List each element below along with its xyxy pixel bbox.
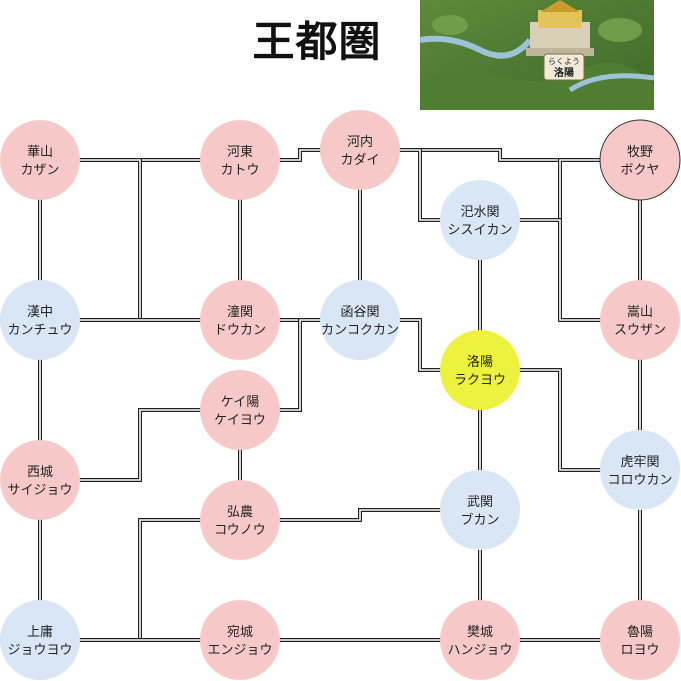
city-royou-circle [600, 600, 680, 680]
city-kouroukan-name: 虎牢関 [620, 455, 659, 470]
city-doukan-circle [200, 280, 280, 360]
city-kanchuu-circle [0, 280, 80, 360]
city-kadai-circle [320, 110, 400, 190]
route-kounou-bukan-inner [240, 509, 480, 521]
page-title: 王都圏 [252, 17, 382, 66]
city-enjou-reading: エンジョウ [207, 643, 272, 658]
city-katou-reading: カトウ [220, 163, 259, 178]
city-royou-reading: ロヨウ [620, 643, 659, 658]
city-bukan-circle [440, 470, 520, 550]
city-kankokukan-reading: カンコクカン [321, 323, 399, 338]
city-bokuya-circle [599, 119, 681, 201]
city-royou-name: 魯陽 [627, 625, 653, 640]
city-saijou-name: 西城 [27, 465, 53, 480]
city-kouroukan-reading: コロウカン [607, 473, 672, 488]
city-kazan-circle [0, 120, 80, 200]
city-kounou-circle [200, 480, 280, 560]
map-thumbnail-image: らくよう 洛陽 [420, 0, 654, 110]
city-doukan-reading: ドウカン [214, 323, 266, 338]
city-kankokukan-circle [320, 280, 400, 360]
city-kanchuu-name: 漢中 [27, 305, 53, 320]
city-suuzan-reading: スウザン [614, 323, 666, 338]
route-keiyou-saijou-inner [40, 409, 240, 481]
city-hanjou-circle [440, 600, 520, 680]
city-suuzan-name: 嵩山 [627, 305, 653, 320]
city-doukan-name: 潼関 [227, 304, 253, 320]
city-hanjou-reading: ハンジョウ [447, 643, 512, 658]
city-jouyou-reading: ジョウヨウ [7, 643, 72, 658]
city-nodes: 華山カザン河東カトウ河内カダイ牧野ボクヤ汜水関シスイカン漢中カンチュウ潼関ドウカ… [0, 110, 681, 680]
city-enjou-name: 宛城 [227, 625, 253, 640]
city-jouyou-circle [0, 600, 80, 680]
city-katou-name: 河東 [227, 144, 253, 160]
city-jouyou-name: 上庸 [27, 624, 53, 640]
city-kounou-reading: コウノウ [214, 523, 265, 538]
city-keiyou-name: ケイ陽 [221, 395, 260, 410]
city-kanchuu-reading: カンチュウ [7, 323, 72, 338]
city-kadai-reading: カダイ [340, 153, 379, 168]
city-kounou-name: 弘農 [227, 505, 253, 520]
thumbnail-badge-name: 洛陽 [554, 66, 574, 79]
city-shisuikan-circle [440, 180, 520, 260]
city-kadai-name: 河内 [347, 134, 373, 150]
city-hanjou-name: 樊城 [467, 625, 493, 640]
city-saijou-circle [0, 440, 80, 520]
map-thumbnail: らくよう 洛陽 [420, 0, 654, 110]
city-bokuya-reading: ボクヤ [620, 163, 659, 178]
city-keiyou-circle [200, 370, 280, 450]
city-shisuikan-reading: シスイカン [447, 223, 512, 238]
thumbnail-badge-top: らくよう [548, 57, 580, 66]
city-katou-circle [200, 120, 280, 200]
city-rakuyou-name: 洛陽 [467, 355, 493, 370]
city-kazan-reading: カザン [20, 163, 59, 178]
city-bukan-reading: ブカン [460, 512, 499, 528]
city-bukan-name: 武関 [467, 495, 493, 510]
route-lines [38, 148, 642, 642]
city-suuzan-circle [600, 280, 680, 360]
city-bokuya-name: 牧野 [627, 145, 653, 160]
city-rakuyou-reading: ラクヨウ [454, 373, 506, 388]
city-rakuyou-circle [440, 330, 520, 410]
city-shisuikan-name: 汜水関 [460, 205, 499, 220]
city-saijou-reading: サイジョウ [7, 483, 72, 498]
city-keiyou-reading: ケイヨウ [214, 413, 266, 428]
city-kazan-name: 華山 [27, 145, 53, 160]
city-enjou-circle [200, 600, 280, 680]
city-kankokukan-name: 函谷関 [340, 305, 379, 320]
city-kouroukan-circle [600, 430, 680, 510]
